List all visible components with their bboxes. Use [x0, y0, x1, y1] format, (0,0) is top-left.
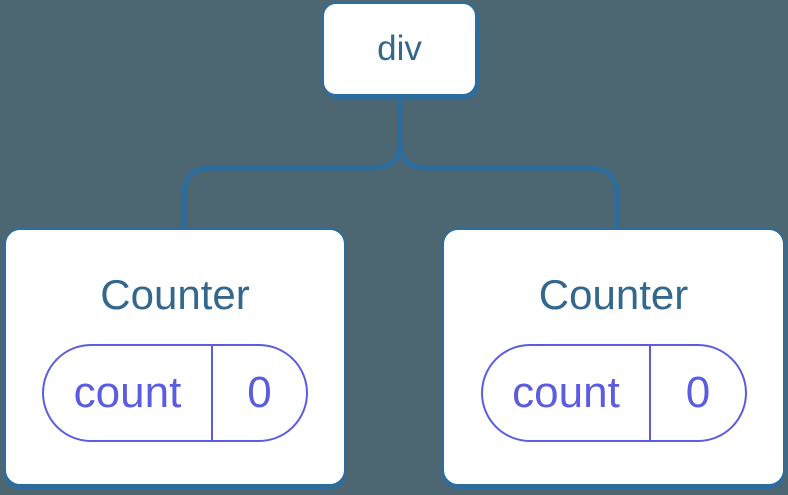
connector-branch-right	[397, 138, 620, 235]
counter-node-left: Counter count 0	[4, 228, 346, 486]
state-key: count	[44, 346, 213, 441]
state-value: 0	[685, 368, 711, 418]
root-node: div	[322, 2, 477, 96]
state-pill: count 0	[480, 344, 747, 443]
counter-title: Counter	[100, 271, 250, 318]
state-value: 0	[247, 368, 272, 418]
root-node-label: div	[377, 29, 422, 68]
counter-title: Counter	[538, 271, 689, 318]
counter-node-right: Counter count 0	[442, 228, 785, 486]
state-key: count	[483, 346, 652, 441]
state-pill: count 0	[42, 344, 308, 443]
connector-branch-left	[181, 138, 403, 235]
